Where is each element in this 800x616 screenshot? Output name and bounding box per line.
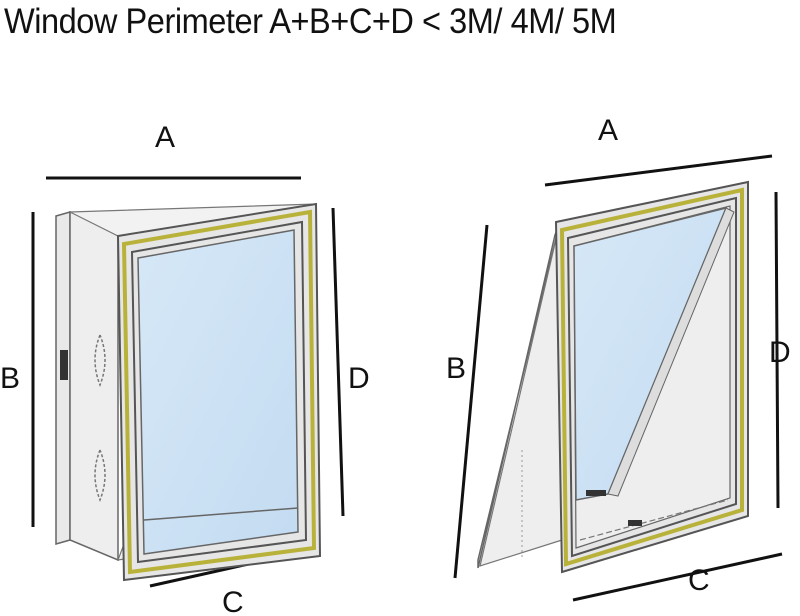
- right-dimension-c-line: [572, 552, 783, 602]
- right-label-b: B: [446, 352, 466, 385]
- right-window-sash: [554, 180, 749, 574]
- left-label-a: A: [155, 121, 175, 154]
- left-label-c: C: [222, 586, 244, 616]
- right-dimension-d-line: [774, 191, 780, 509]
- page-title: Window Perimeter A+B+C+D < 3M/ 4M/ 5M: [4, 2, 617, 41]
- right-label-d: D: [769, 336, 791, 369]
- right-dimension-b-line: [453, 224, 489, 579]
- left-window-diagram: A B C D: [0, 121, 370, 616]
- left-label-d: D: [348, 362, 370, 395]
- right-label-a: A: [598, 114, 618, 147]
- left-dimension-d-line: [331, 207, 345, 517]
- left-label-b: B: [0, 362, 20, 395]
- right-label-c: C: [688, 564, 710, 597]
- right-dimension-a-line: [544, 154, 773, 187]
- right-window-diagram: A B C D: [446, 114, 791, 602]
- left-window-sash: [116, 202, 322, 582]
